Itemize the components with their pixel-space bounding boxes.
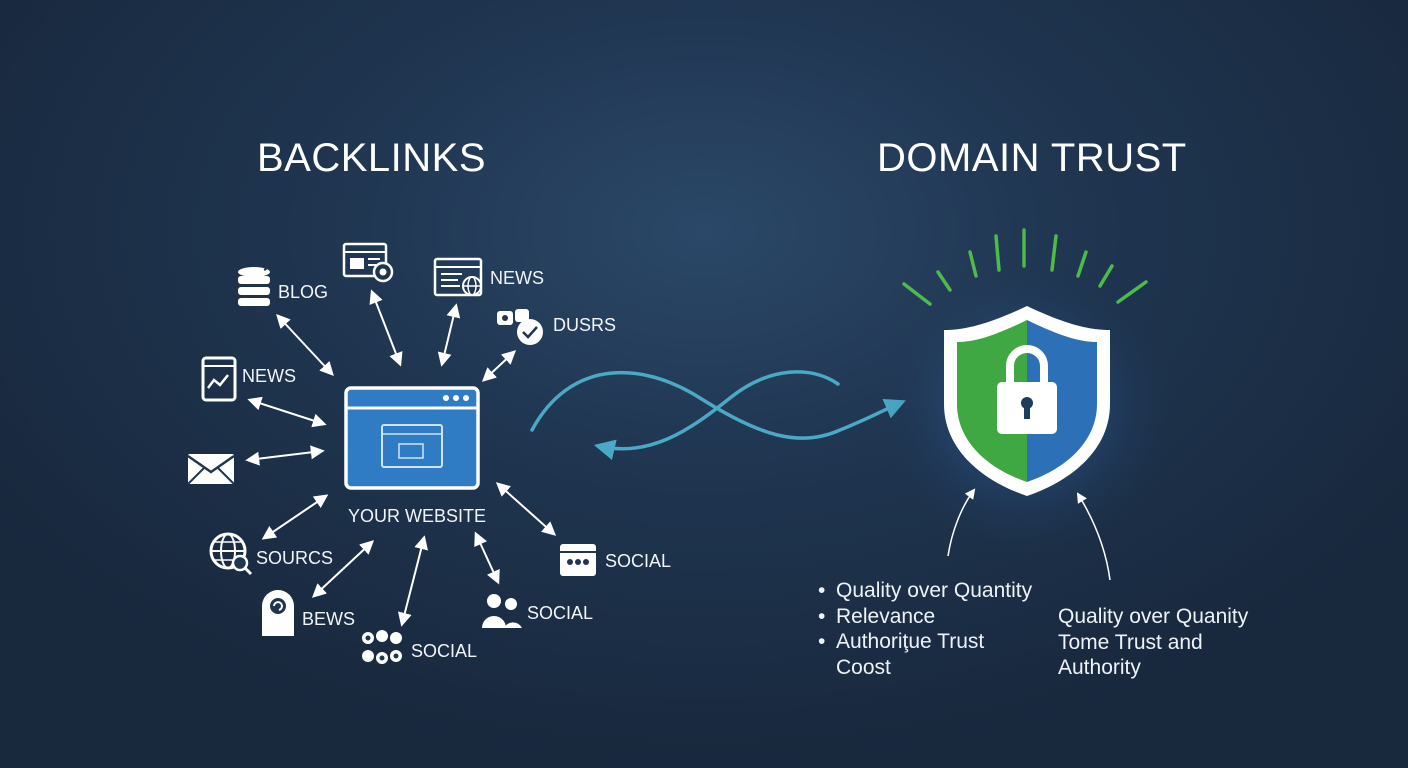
arrow-dusrs xyxy=(481,350,517,382)
source-label-news-top: NEWS xyxy=(490,268,544,288)
trust-point: Relevance xyxy=(818,604,1032,630)
arrow-blog xyxy=(276,313,334,377)
database-icon xyxy=(238,257,270,306)
social-card-icon xyxy=(560,544,596,576)
source-label-bews: BEWS xyxy=(302,609,356,629)
shield-pointers xyxy=(947,488,1111,581)
trust-points-list: Quality over Quantity Relevance Authorit… xyxy=(818,578,1032,680)
arrow-social-card xyxy=(495,482,557,536)
trust-point: Quality over Quantity xyxy=(818,578,1032,604)
link-arrows xyxy=(245,289,557,627)
trust-note-line: Quality over Quanity xyxy=(1058,605,1249,628)
source-label-social-users: SOCIAL xyxy=(527,603,594,623)
user-badge-icon xyxy=(262,590,294,636)
arrow-sources xyxy=(261,494,329,540)
source-label-sources: SOURCS xyxy=(256,548,334,568)
trust-point: Authoriţue Trust xyxy=(818,629,1032,655)
website-window-icon xyxy=(344,386,480,490)
backlinks-title: BACKLINKS xyxy=(257,136,487,180)
arrow-social-bottom xyxy=(397,535,429,627)
users-icon xyxy=(482,594,522,628)
source-label-dusrs: DUSRS xyxy=(553,315,617,335)
domain-trust-title: DOMAIN TRUST xyxy=(877,136,1187,180)
tags-icon xyxy=(497,309,543,345)
source-label-social-bottom: SOCIAL xyxy=(411,641,478,661)
arrow-bews xyxy=(311,540,375,598)
arrow-news-top xyxy=(437,303,461,367)
arrow-browser xyxy=(369,289,403,367)
browser-window-icon xyxy=(342,242,394,283)
trust-rays xyxy=(902,228,1148,306)
globe-search-icon xyxy=(209,532,253,576)
trust-note-line: Tome Trust and xyxy=(1058,630,1203,654)
shield-lock-icon xyxy=(944,306,1110,496)
source-label-blog: BLOG xyxy=(278,282,329,302)
source-label-social-card: SOCIAL xyxy=(605,551,672,571)
wavy-connector xyxy=(530,370,906,460)
arrow-envelope xyxy=(245,445,325,466)
website-label: YOUR WEBSITE xyxy=(348,506,487,526)
news-globe-icon xyxy=(433,257,483,297)
envelope-icon xyxy=(187,454,235,485)
chart-page-icon xyxy=(201,356,237,402)
arrow-news-left xyxy=(247,396,327,428)
arrow-social-users xyxy=(474,531,500,585)
trust-point: Coost xyxy=(836,655,891,679)
network-icon xyxy=(362,630,402,664)
trust-note: Quality over Quanity Tome Trust and Auth… xyxy=(1058,604,1278,681)
trust-note-line: Authority xyxy=(1058,656,1141,679)
source-label-news-left: NEWS xyxy=(242,366,296,386)
